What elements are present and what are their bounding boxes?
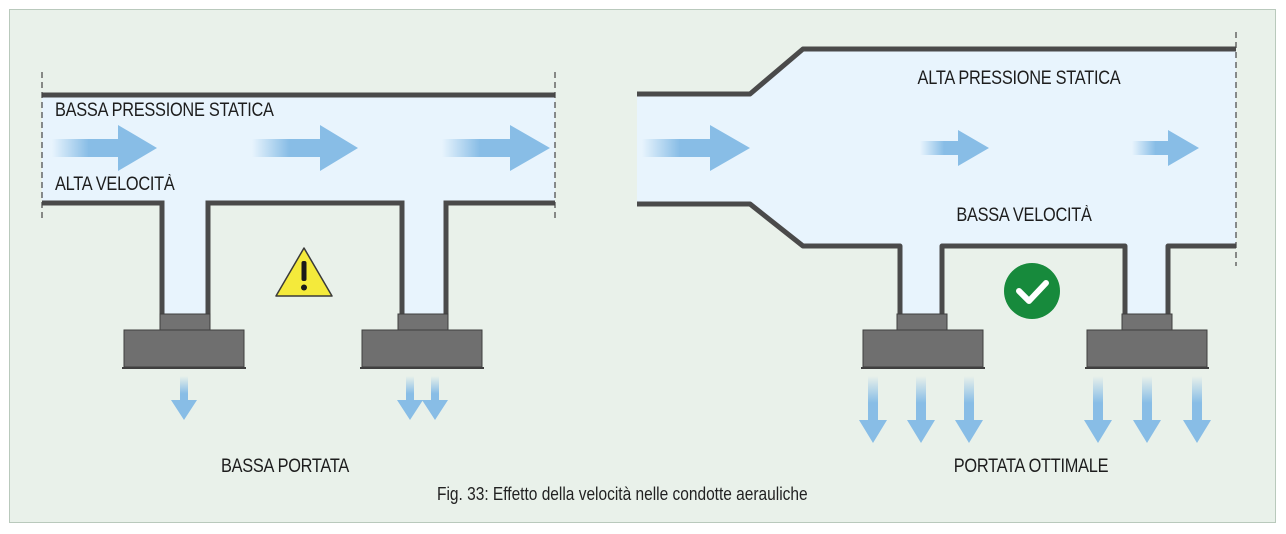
warning-icon xyxy=(275,247,333,297)
check-icon xyxy=(1004,263,1060,319)
right-duct-system xyxy=(637,32,1237,443)
outflow-arrow xyxy=(171,376,197,420)
diffuser xyxy=(861,313,985,369)
left-velocity-label: ALTA VELOCITÀ xyxy=(55,174,175,195)
left-flow-label: BASSA PORTATA xyxy=(220,456,350,477)
right-duct-fill xyxy=(637,49,1236,314)
flow-arrow xyxy=(442,125,550,171)
right-velocity-label: BASSA VELOCITÀ xyxy=(956,205,1092,226)
flow-arrow xyxy=(642,125,750,171)
figure-caption: Fig. 33: Effetto della velocità nelle co… xyxy=(437,484,808,504)
outflow-arrow xyxy=(955,376,983,443)
outflow-arrow xyxy=(397,376,423,420)
right-pressure-label: ALTA PRESSIONE STATICA xyxy=(917,68,1121,89)
outflow-arrow xyxy=(422,376,448,420)
diffuser xyxy=(122,313,246,369)
right-duct-bottom-wall xyxy=(637,201,1236,314)
left-duct-system xyxy=(41,72,556,420)
outflow-arrow xyxy=(859,376,887,443)
flow-arrow xyxy=(52,125,157,171)
flow-arrow xyxy=(1132,130,1199,166)
outflow-arrow xyxy=(1084,376,1112,443)
right-duct-top-wall xyxy=(637,46,1236,97)
left-duct-fill xyxy=(42,95,555,314)
left-branch2-fill xyxy=(402,203,446,314)
diffuser xyxy=(1085,313,1209,369)
right-flow-label: PORTATA OTTIMALE xyxy=(953,456,1109,477)
outflow-arrow xyxy=(1133,376,1161,443)
outflow-arrow xyxy=(907,376,935,443)
left-duct-bottom-wall xyxy=(42,200,555,314)
diffuser xyxy=(360,313,484,369)
flow-arrow xyxy=(920,130,989,166)
outflow-arrow xyxy=(1183,376,1211,443)
left-pressure-label: BASSA PRESSIONE STATICA xyxy=(55,100,274,121)
flow-arrow xyxy=(252,125,358,171)
